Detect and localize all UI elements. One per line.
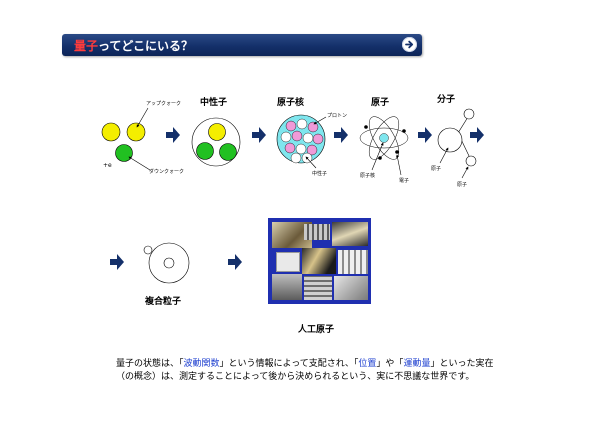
neutron-illustration xyxy=(191,117,241,167)
composite-particle-label: 複合粒子 xyxy=(145,297,182,307)
nucleus-small-label: 原子核 xyxy=(360,173,376,179)
title-highlight: 量子 xyxy=(74,39,99,53)
explanation-text: 量子の状態は、「波動関数」という情報によって支配され、「位置」や「運動量」といっ… xyxy=(116,358,496,384)
artificial-atom-image xyxy=(268,218,371,304)
neutron-label: 中性子 xyxy=(200,98,228,108)
atom-illustration xyxy=(359,116,409,176)
page-title: 量子ってどこにいる？ xyxy=(74,37,193,54)
nucleus-illustration xyxy=(276,114,327,169)
atom-left-label: 原子 xyxy=(431,166,442,172)
arrow-icon xyxy=(228,254,242,270)
electron-label: 電子 xyxy=(399,178,410,184)
arrow-icon xyxy=(110,254,124,270)
caption-part: 量子の状態は、「 xyxy=(116,359,184,369)
composite-particle-illustration xyxy=(143,242,190,284)
arrow-icon xyxy=(166,127,180,143)
down-quark-label: ダウンクォーク xyxy=(149,169,185,175)
term-momentum: 運動量 xyxy=(403,359,431,369)
molecule-label: 分子 xyxy=(437,95,456,105)
caption-part: 」といった実在（の概念）は、測定することによって後から決められるという、実に不思… xyxy=(116,359,494,382)
artificial-atom-label: 人工原子 xyxy=(298,325,335,335)
title-bar: 量子ってどこにいる？ xyxy=(62,34,422,56)
nucleus-label: 原子核 xyxy=(277,98,305,108)
term-wave-function: 波動関数 xyxy=(183,359,220,369)
atom-label: 原子 xyxy=(371,98,390,108)
title-rest: ってどこにいる？ xyxy=(98,39,194,53)
arrow-icon xyxy=(252,127,266,143)
down-quark xyxy=(115,144,133,162)
term-position: 位置 xyxy=(358,359,377,369)
caption-part: 」や「 xyxy=(376,359,404,369)
caption-part: 」という情報によって支配され、「 xyxy=(219,359,359,369)
arrow-icon xyxy=(418,127,432,143)
neutron-small-label: 中性子 xyxy=(312,171,328,177)
up-quark-2 xyxy=(126,122,146,142)
next-button[interactable] xyxy=(402,37,417,52)
charge-label: +e xyxy=(103,162,112,169)
proton-label: プロトン xyxy=(327,113,348,119)
quarks-illustration xyxy=(101,107,151,171)
arrow-right-circle-icon xyxy=(405,40,414,49)
arrow-icon xyxy=(470,127,484,143)
molecule-illustration xyxy=(437,108,477,179)
arrow-icon xyxy=(334,127,348,143)
up-quark-1 xyxy=(101,122,121,142)
atom-right-label: 原子 xyxy=(457,182,468,188)
up-quark-label: アップクォーク xyxy=(146,101,182,107)
